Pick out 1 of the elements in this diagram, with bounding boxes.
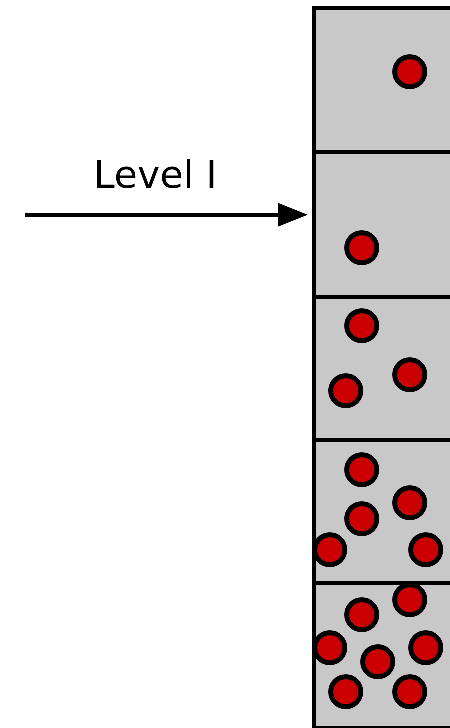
arrow <box>25 203 308 227</box>
